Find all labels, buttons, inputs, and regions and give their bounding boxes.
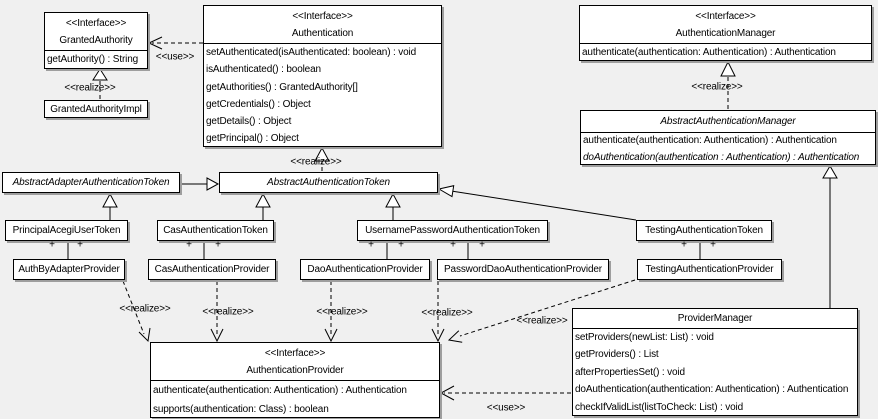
realize-edge-authbyadapterprovider [122,280,151,343]
plus-marker: + [215,239,221,251]
realize-edge-casauthenticationprovider [210,281,224,343]
class-password-dao-authentication-provider: PasswordDaoAuthenticationProvider [437,259,609,280]
plus-marker: + [479,239,485,251]
realize-label: <<realize>> [316,306,368,318]
member-row: setProviders(newList: List) : void [575,332,714,343]
class-name: TestingAuthenticationToken [645,225,763,236]
class-name: AbstractAuthenticationManager [660,116,796,127]
member-row: isAuthenticated() : boolean [206,64,321,76]
class-name: GrantedAuthorityImpl [50,103,142,115]
class-dao-authentication-provider: DaoAuthenticationProvider [300,259,430,280]
class-cas-authentication-provider: CasAuthenticationProvider [148,259,276,280]
member-row: doAuthentication(authentication: Authent… [575,384,849,396]
class-authentication-provider: <<Interface>> AuthenticationProvider aut… [150,342,440,418]
member-row: getDetails() : Object [206,116,292,128]
class-username-password-authentication-token: UsernamePasswordAuthenticationToken [357,220,548,241]
member-row: authenticate(authentication: Authenticat… [582,47,836,58]
member-row: checkIfValidList(listToCheck: List) : vo… [575,401,744,413]
plus-marker: + [450,239,456,251]
realize-label: <<realize>> [516,315,568,327]
class-authentication: <<Interface>> Authentication setAuthenti… [203,5,442,147]
class-name: Authentication [291,28,354,39]
member-row: getCredentials() : Object [206,98,311,110]
realize-label: <<realize>> [421,307,473,319]
realize-label: <<realize>> [691,81,743,93]
member-row: getPrincipal() : Object [206,133,299,145]
class-name: AuthenticationManager [675,28,776,39]
realize-edge-abstractauthenticationtoken [314,146,330,171]
generalization-edge-adapter-token [181,177,220,191]
realize-label: <<realize>> [202,306,254,318]
member-row: authenticate(authentication: Authenticat… [153,385,407,396]
plus-marker: + [186,239,192,251]
realize-label: <<realize>> [290,156,342,168]
realize-label: <<realize>> [64,82,116,94]
member-row: setAuthenticated(isAuthenticated: boolea… [206,47,417,58]
class-granted-authority-impl: GrantedAuthorityImpl [44,100,148,118]
stereotype-label: <<Interface>> [264,348,326,359]
class-granted-authority: <<Interface>> GrantedAuthority getAuthor… [44,12,148,69]
use-edge-providermanager [439,385,571,401]
plus-marker: + [368,239,374,251]
class-cas-authentication-token: CasAuthenticationToken [157,220,274,241]
generalization-edge-cas-token [255,192,271,220]
generalization-edge-usernamepassword-token [385,192,401,220]
realize-edge-testingprovider [447,279,636,343]
class-abstract-authentication-manager: AbstractAuthenticationManager authentica… [580,110,876,165]
class-name: AuthenticationProvider [246,365,344,376]
realize-edge-passworddaoprovider [431,281,445,343]
use-label: <<use>> [155,51,195,63]
association-edges-token-provider [67,241,701,259]
member-row: getProviders() : List [575,349,659,361]
class-name: AbstractAuthenticationToken [267,177,390,188]
generalization-edge-testing-token [437,185,637,221]
realize-edge-abstractauthenticationmanager [720,60,736,109]
member-row-abstract: doAuthentication(authentication : Authen… [583,151,860,163]
plus-marker: + [77,239,83,251]
realize-edge-grantedauthorityimpl [92,68,108,99]
class-name: DaoAuthenticationProvider [307,264,423,275]
class-name: PrincipalAcegiUserToken [12,225,121,236]
realize-edge-daoauthenticationprovider [324,281,338,343]
class-principal-acegi-user-token: PrincipalAcegiUserToken [5,220,128,241]
use-label: <<use>> [486,402,526,414]
class-name: AuthByAdapterProvider [18,264,120,275]
class-name: CasAuthenticationToken [163,225,268,236]
stereotype-label: <<Interface>> [65,18,127,29]
member-row: supports(authentication: Class) : boolea… [153,404,329,415]
class-abstract-adapter-authentication-token: AbstractAdapterAuthenticationToken [2,172,180,193]
realize-label: <<realize>> [119,303,171,315]
stereotype-label: <<Interface>> [695,11,756,22]
class-name: CasAuthenticationProvider [154,264,270,275]
stereotype-label: <<Interface>> [292,11,353,22]
class-auth-by-adapter-provider: AuthByAdapterProvider [13,259,125,280]
member-row: getAuthority() : String [47,54,139,65]
class-authentication-manager: <<Interface>> AuthenticationManager auth… [579,5,872,61]
plus-marker: + [49,239,55,251]
class-name: PasswordDaoAuthenticationProvider [444,264,602,275]
class-name: ProviderManager [677,313,753,324]
class-name: GrantedAuthority [59,35,133,46]
class-name: TestingAuthenticationProvider [645,264,774,275]
plus-marker: + [398,239,404,251]
class-abstract-authentication-token: AbstractAuthenticationToken [219,172,438,193]
class-testing-authentication-token: TestingAuthenticationToken [636,220,772,241]
use-edge-authentication-grantedauthority [147,36,203,50]
class-name: UsernamePasswordAuthenticationToken [365,225,540,236]
member-row: authenticate(authentication: Authenticat… [583,135,837,146]
generalization-edge-principal-token [102,192,118,220]
member-row: getAuthorities() : GrantedAuthority[] [206,81,358,93]
class-provider-manager: ProviderManager setProviders(newList: Li… [572,308,858,416]
class-testing-authentication-provider: TestingAuthenticationProvider [637,259,782,280]
generalization-edge-providermanager [822,165,838,308]
class-name: AbstractAdapterAuthenticationToken [12,177,170,188]
plus-marker: + [681,239,687,251]
plus-marker: + [710,239,716,251]
member-row: afterPropertiesSet() : void [575,366,685,378]
